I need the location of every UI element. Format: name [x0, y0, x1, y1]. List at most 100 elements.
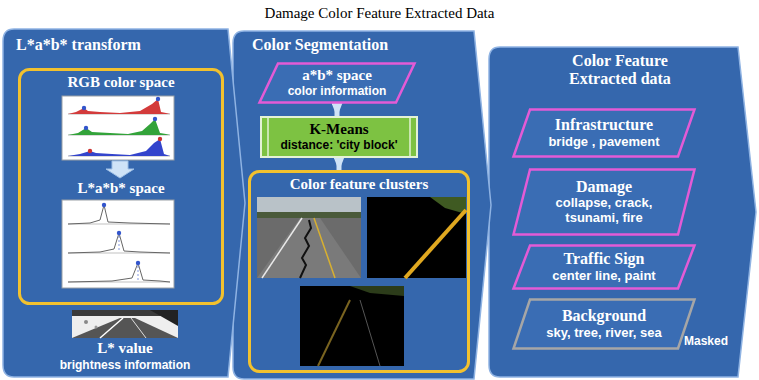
- flow-arrow: [337, 158, 342, 170]
- rgb-histogram: [68, 97, 170, 114]
- lab-histogram: [138, 266, 139, 281]
- title-holder: Damage Color Feature Extracted Data: [0, 4, 759, 22]
- rgb-histogram: [84, 126, 88, 130]
- rgb-histogram: [62, 96, 174, 160]
- image-group-box: RGB color spaceL*a*b* space: [18, 68, 224, 305]
- text-holder: bridge , pavement: [548, 135, 659, 150]
- box-subtext: distance: 'city block': [280, 139, 397, 153]
- box-heading: Background: [562, 307, 646, 325]
- panel-outline: [3, 29, 245, 377]
- process-outline: [261, 117, 417, 157]
- process-side-line: [409, 117, 411, 157]
- data-parallelogram: Damagecollapse, crack, tsunami, fire: [512, 168, 696, 236]
- box-subtext: sky, tree, river, sea: [546, 326, 661, 341]
- panel-heading: L*a*b* transform: [16, 36, 216, 54]
- process-stage-panel: Color Feature Extracted dataInfrastructu…: [488, 46, 757, 378]
- cluster-image-pavement: [314, 218, 335, 278]
- rgb-histogram: [68, 119, 170, 135]
- text-holder: a*b* space: [302, 67, 372, 84]
- text-holder: Masked: [684, 335, 740, 349]
- panel-heading: Color Feature Extracted data: [550, 52, 690, 89]
- parallelogram-outline: [260, 64, 415, 103]
- cluster-image-pavement: [257, 197, 361, 278]
- text-holder: Infrastructure: [555, 116, 653, 134]
- cluster-image-centerline: [405, 210, 466, 278]
- brightness-image: [72, 310, 178, 338]
- box-subtext: center line, paint: [552, 269, 655, 284]
- data-parallelogram: Traffic Signcenter line, paint: [512, 244, 696, 290]
- text-holder: L* value: [25, 340, 225, 357]
- box-heading: Infrastructure: [555, 116, 653, 134]
- rgb-histogram: [158, 137, 162, 141]
- text-holder: RGB color space: [18, 74, 224, 91]
- cluster-image-dark: [360, 300, 380, 366]
- panel-outline: [233, 31, 491, 379]
- lab-histogram: [62, 200, 174, 288]
- data-parallelogram: Infrastructurebridge , pavement: [512, 108, 696, 158]
- data-parallelogram: a*b* spacecolor information: [258, 62, 416, 104]
- text-holder: center line, paint: [552, 269, 655, 284]
- text-holder: brightness information: [25, 359, 225, 373]
- text-holder: K-Means: [309, 121, 368, 138]
- parallelogram-outline: [514, 170, 695, 235]
- text-holder: Traffic Sign: [563, 250, 644, 268]
- text-holder: color information: [288, 85, 387, 99]
- brightness-image: [131, 318, 146, 338]
- rgb-histogram: [68, 139, 170, 156]
- flow-arrow: [335, 104, 340, 116]
- image-group-box-outline: [248, 170, 470, 373]
- text-holder: Color feature clusters: [248, 176, 470, 193]
- cluster-image-pavement: [257, 218, 361, 278]
- group-outline: [250, 172, 469, 372]
- box-heading: K-Means: [309, 121, 368, 138]
- image-caption: brightness information: [25, 359, 225, 373]
- text-holder: Color Feature Extracted data: [550, 52, 690, 89]
- text-holder: Damage: [576, 178, 632, 196]
- lab-histogram: [68, 263, 170, 282]
- process-box: K-Meansdistance: 'city block': [260, 116, 418, 158]
- rgb-histogram: [62, 96, 174, 160]
- rgb-histogram: [82, 106, 86, 110]
- brightness-image: [100, 318, 123, 338]
- brightness-image: [72, 310, 178, 338]
- lab-histogram: [68, 205, 170, 224]
- text-holder: sky, tree, river, sea: [546, 326, 661, 341]
- diagram-title: Damage Color Feature Extracted Data: [0, 4, 759, 22]
- cluster-image-pavement: [262, 218, 302, 278]
- rgb-histogram: [153, 117, 157, 121]
- brightness-image: [95, 326, 98, 329]
- cluster-image-dark: [300, 286, 404, 366]
- text-holder: collapse, crack, tsunami, fire: [536, 196, 672, 226]
- box-heading: Damage: [576, 178, 632, 196]
- box-heading: a*b* space: [302, 67, 372, 84]
- text-holder: L*a*b* space: [18, 180, 224, 197]
- box-subtext: color information: [288, 85, 387, 99]
- rgb-histogram: [88, 149, 92, 153]
- panel-outline: [489, 47, 756, 377]
- cluster-image-dark: [318, 300, 350, 366]
- masked-parallelogram: Backgroundsky, tree, river, seaMasked: [512, 298, 696, 350]
- text-holder: Background: [562, 307, 646, 325]
- cluster-image-centerline: [367, 197, 466, 278]
- lab-histogram: [102, 203, 106, 207]
- lab-histogram: [68, 233, 170, 253]
- rgb-histogram: [156, 97, 160, 101]
- process-stage-panel: L*a*b* transform L* value brightness infor…: [2, 28, 246, 378]
- cluster-image-pavement: [300, 220, 311, 278]
- lab-histogram: [117, 231, 121, 235]
- parallelogram-outline: [514, 300, 695, 349]
- process-stage-panel: Color Segmentation a*b* spacecolor inform…: [232, 30, 492, 380]
- panel-heading: Color Segmentation: [252, 36, 452, 54]
- text-holder: L*a*b* transform: [16, 36, 216, 54]
- text-holder: distance: 'city block': [280, 139, 397, 153]
- cluster-image-dark: [350, 286, 404, 296]
- parallelogram-outline: [514, 110, 695, 157]
- rgb-histogram: [68, 117, 170, 135]
- cluster-image-pavement: [257, 197, 361, 278]
- cluster-image-centerline: [367, 197, 466, 278]
- lab-histogram: [136, 261, 140, 265]
- rgb-histogram: [68, 99, 170, 114]
- image-title: L* value: [25, 340, 225, 357]
